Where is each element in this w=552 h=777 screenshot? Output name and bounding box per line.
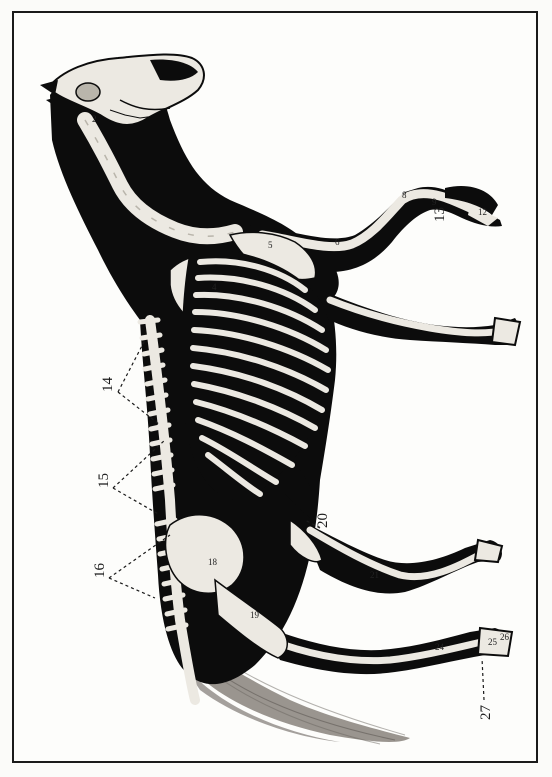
bone-number: 19 (250, 610, 260, 620)
label-27: 27 (478, 705, 494, 721)
label-14: 14 (100, 377, 116, 393)
front-leg-lower (320, 290, 520, 345)
label-15: 15 (96, 473, 112, 488)
hind-leg-lower (260, 625, 512, 674)
bone-number: 25 (488, 637, 498, 647)
bone-number: 8 (402, 190, 407, 200)
label-16: 16 (92, 563, 108, 579)
bone-number: 12 (478, 207, 487, 217)
bone-number: 21 (370, 570, 379, 580)
bone-number: 2 (92, 114, 97, 124)
bone-number: 9 (432, 197, 437, 207)
label-20: 20 (315, 513, 331, 528)
label-13: 13 (432, 207, 448, 222)
bone-number: 6 (335, 237, 340, 247)
bone-number: 4 (212, 282, 217, 292)
bone-number: 26 (500, 632, 510, 642)
hind-leg-upper (300, 520, 502, 593)
bone-number: 24 (435, 642, 445, 652)
bone-number: 18 (208, 557, 218, 567)
bone-number: 5 (268, 240, 273, 250)
